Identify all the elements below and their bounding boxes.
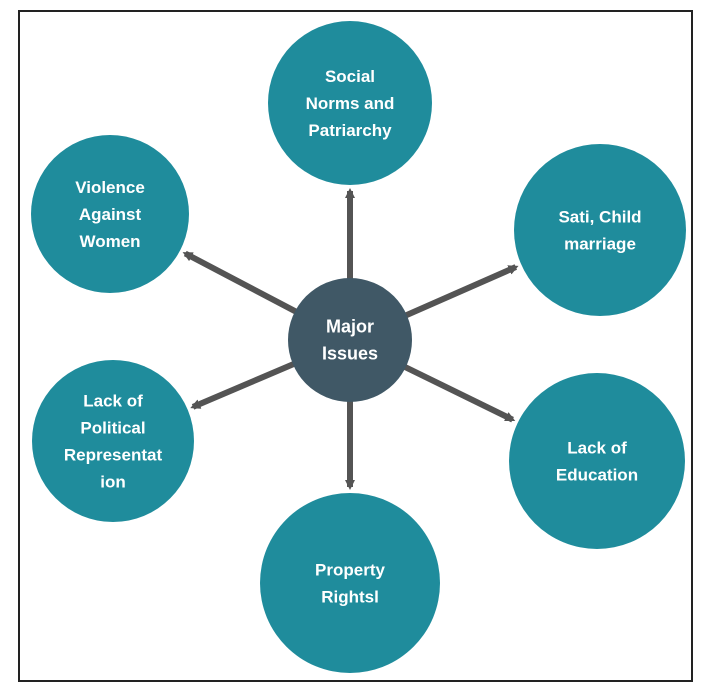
node-lack-of-education: Lack of Education: [509, 373, 685, 549]
node-label-social-norms-line-2: Norms and: [306, 94, 395, 113]
center-label-line-1: Major: [326, 317, 374, 337]
node-circle-lack-of-political-representation: [32, 360, 194, 522]
node-sati-child-marriage: Sati, Child marriage: [514, 144, 686, 316]
arrows-group: [182, 188, 519, 490]
node-label-social-norms-line-3: Patriarchy: [308, 121, 392, 140]
node-label-lack-of-political-representation-line-2: Political: [80, 419, 145, 438]
arrow-to-violence-against-women: [182, 250, 301, 316]
node-circle-violence-against-women: [31, 135, 189, 293]
node-label-social-norms-line-1: Social: [325, 67, 375, 86]
node-label-lack-of-political-representation-line-3: Representat: [64, 446, 163, 465]
node-circle-property-rights: [260, 493, 440, 673]
node-label-lack-of-education-line-2: Education: [556, 466, 638, 485]
center-label-line-2: Issues: [322, 344, 378, 364]
node-label-sati-child-marriage-line-2: marriage: [564, 235, 636, 254]
node-label-violence-against-women-line-1: Violence: [75, 178, 145, 197]
arrow-to-sati-child-marriage: [401, 264, 519, 320]
node-label-lack-of-political-representation-line-1: Lack of: [83, 392, 143, 411]
arrow-to-lack-of-education: [400, 362, 516, 423]
node-circle-lack-of-education: [509, 373, 685, 549]
node-circle-social-norms: [268, 21, 432, 185]
arrow-to-lack-of-political-representation: [190, 359, 298, 410]
center-circle: [288, 278, 412, 402]
node-label-property-rights-line-1: Property: [315, 561, 385, 580]
node-label-lack-of-education-line-1: Lack of: [567, 439, 627, 458]
node-label-lack-of-political-representation-line-4: ion: [100, 473, 126, 492]
node-circle-sati-child-marriage: [514, 144, 686, 316]
node-label-property-rights-line-2: Rightsl: [321, 588, 379, 607]
node-label-violence-against-women-line-3: Women: [79, 232, 140, 251]
node-label-violence-against-women-line-2: Against: [79, 205, 142, 224]
node-label-sati-child-marriage-line-1: Sati, Child: [558, 208, 641, 227]
